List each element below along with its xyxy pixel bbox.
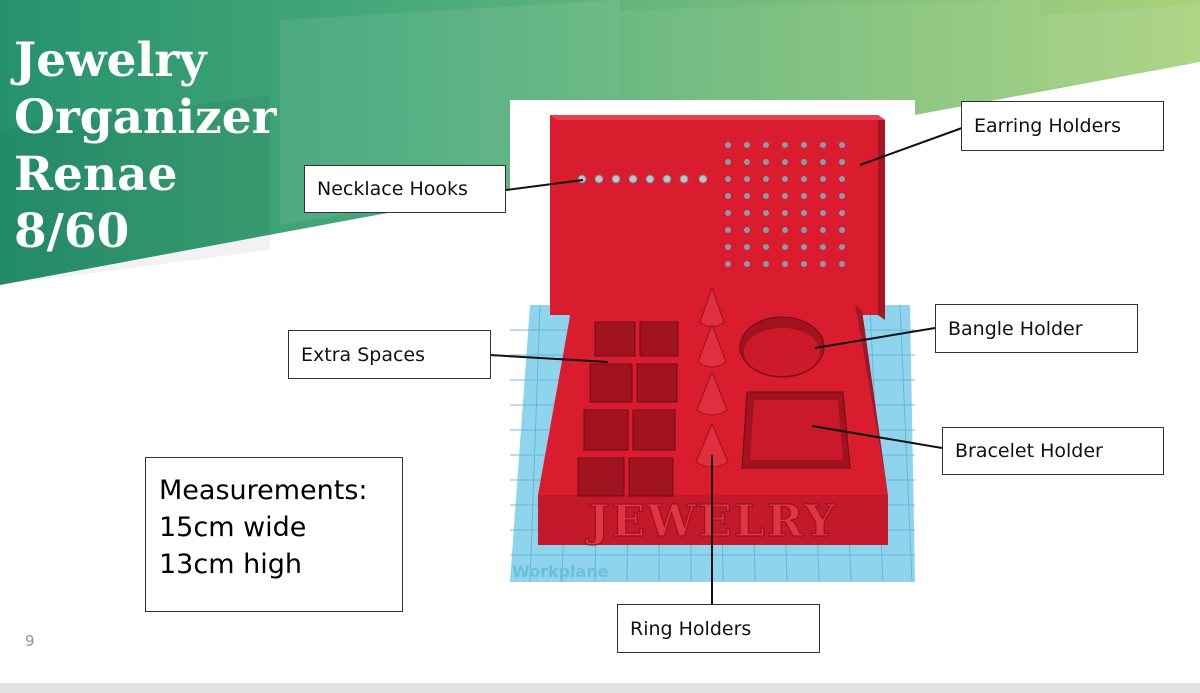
- extra-spaces-compartments: [577, 321, 679, 497]
- organizer-3d-model: Workplane: [510, 100, 915, 582]
- back-panel: [550, 115, 885, 320]
- bracelet-holder-label: Bracelet Holder: [942, 427, 1164, 475]
- title-line: Jewelry: [14, 33, 207, 88]
- title-line: 8/60: [14, 204, 130, 259]
- extra-spaces-label: Extra Spaces: [288, 330, 491, 379]
- workplane-label: Workplane: [512, 562, 609, 581]
- slide-title: Jewelry Organizer Renae 8/60: [14, 32, 276, 260]
- earring-holders-label: Earring Holders: [961, 101, 1164, 151]
- bottom-divider: [0, 683, 1200, 693]
- necklace-hooks-label: Necklace Hooks: [304, 165, 506, 213]
- measurements-heading: Measurements:: [159, 475, 368, 506]
- ring-holders-label: Ring Holders: [617, 604, 820, 653]
- title-line: Organizer: [14, 90, 277, 145]
- page-number: 9: [25, 632, 35, 650]
- measurement-height: 13cm high: [159, 549, 302, 580]
- title-line: Renae: [14, 147, 178, 202]
- measurements-box: Measurements: 15cm wide 13cm high: [145, 457, 403, 612]
- necklace-hooks: [577, 174, 708, 184]
- bangle-holder: [739, 316, 825, 378]
- bangle-holder-label: Bangle Holder: [935, 304, 1138, 353]
- engraved-jewelry-text: JEWELRY: [585, 496, 838, 547]
- earring-holders: [725, 142, 845, 267]
- ring-holders: [695, 286, 729, 468]
- measurement-width: 15cm wide: [159, 512, 307, 543]
- bracelet-holder: [741, 391, 851, 469]
